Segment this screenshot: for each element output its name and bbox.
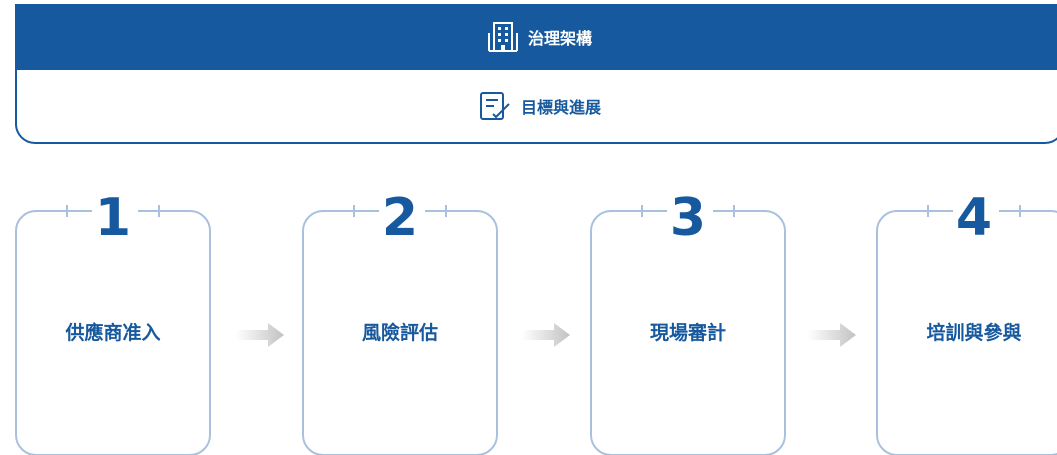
step-card-frame [876, 205, 1057, 455]
step-card-frame [590, 205, 786, 455]
step-card-1 [15, 189, 211, 455]
building-icon [487, 21, 518, 53]
step-card-4 [876, 189, 1057, 455]
tab-governance-label: 治理架構 [527, 29, 592, 48]
step-card-2 [302, 189, 498, 455]
tab-goals-progress[interactable]: 目標與進展 [17, 70, 1057, 142]
tab-panel: 治理架構 目標與進展 [15, 4, 1057, 144]
right-arrow-icon [522, 323, 570, 347]
right-arrow-icon [808, 323, 856, 347]
step-card-frame [302, 205, 498, 455]
right-arrow-icon [236, 323, 284, 347]
step-card-frame [15, 205, 211, 455]
checklist-icon [479, 90, 511, 122]
step-card-3 [590, 189, 786, 455]
tab-governance[interactable]: 治理架構 [17, 4, 1057, 70]
tab-goals-progress-label: 目標與進展 [520, 98, 601, 117]
